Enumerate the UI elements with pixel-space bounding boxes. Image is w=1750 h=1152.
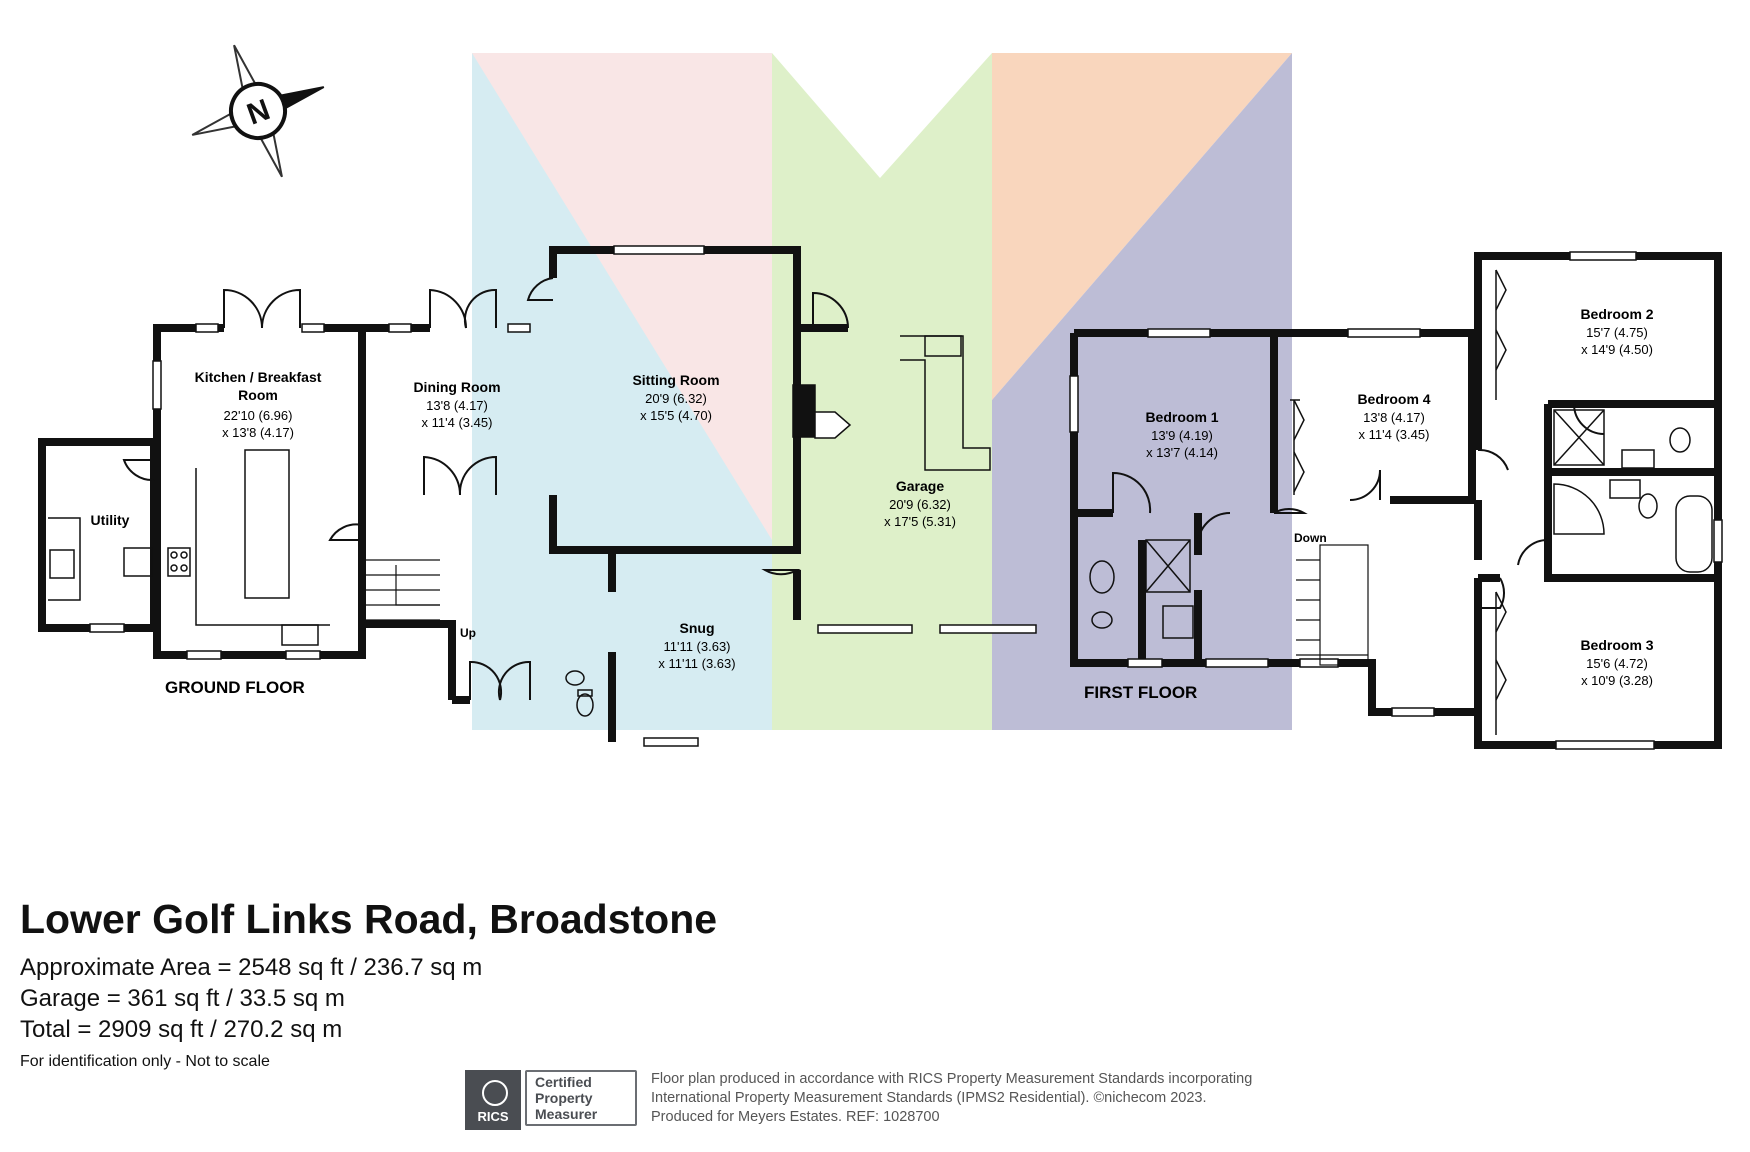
stairs-down-label: Down bbox=[1294, 531, 1327, 545]
room-dim: x 11'4 (3.45) bbox=[422, 415, 493, 430]
cert-line: Measurer bbox=[535, 1106, 598, 1122]
room-name: Garage bbox=[896, 478, 944, 494]
first-floor-doors bbox=[1112, 403, 1605, 609]
room-dim: x 13'7 (4.14) bbox=[1146, 445, 1218, 460]
room-dim: 15'7 (4.75) bbox=[1586, 325, 1648, 340]
room-dim: 13'8 (4.17) bbox=[426, 398, 488, 413]
room-dim: 20'9 (6.32) bbox=[889, 497, 951, 512]
first-floor-windows bbox=[1069, 251, 1723, 750]
room-dim: 11'11 (3.63) bbox=[663, 639, 730, 654]
rics-seal-icon bbox=[482, 1080, 508, 1106]
ground-floor-fixtures bbox=[48, 335, 991, 717]
room-name-line2: Room bbox=[238, 387, 278, 403]
room-bedroom-4: Bedroom 4 13'8 (4.17) x 11'4 (3.45) bbox=[1357, 391, 1430, 442]
ground-floor-doors bbox=[122, 277, 849, 701]
footer-line: International Property Measurement Stand… bbox=[651, 1090, 1207, 1106]
watermark-logo bbox=[472, 53, 1292, 730]
stairs-up-label: Up bbox=[460, 626, 476, 640]
room-dining: Dining Room 13'8 (4.17) x 11'4 (3.45) bbox=[413, 379, 500, 430]
disclaimer-note: For identification only - Not to scale bbox=[20, 1053, 270, 1070]
room-dim: 15'6 (4.72) bbox=[1586, 656, 1648, 671]
room-name: Sitting Room bbox=[632, 372, 719, 388]
room-name: Kitchen / Breakfast bbox=[195, 369, 322, 385]
first-floor-label: FIRST FLOOR bbox=[1084, 683, 1197, 702]
room-name: Snug bbox=[680, 620, 715, 636]
room-name: Bedroom 1 bbox=[1145, 409, 1218, 425]
footer-line: Produced for Meyers Estates. REF: 102870… bbox=[651, 1109, 940, 1125]
room-name: Bedroom 4 bbox=[1357, 391, 1430, 407]
approximate-area: Approximate Area = 2548 sq ft / 236.7 sq… bbox=[20, 954, 483, 981]
footer-credits: Floor plan produced in accordance with R… bbox=[651, 1070, 1252, 1127]
total-area: Total = 2909 sq ft / 270.2 sq m bbox=[20, 1016, 343, 1043]
compass-rose-icon bbox=[191, 44, 325, 178]
footer-line: Floor plan produced in accordance with R… bbox=[651, 1071, 1253, 1087]
room-sitting: Sitting Room 20'9 (6.32) x 15'5 (4.70) bbox=[632, 372, 719, 423]
rics-logo: RICS bbox=[465, 1070, 521, 1130]
cert-line: Certified bbox=[535, 1074, 592, 1090]
room-bedroom-1: Bedroom 1 13'9 (4.19) x 13'7 (4.14) bbox=[1145, 409, 1218, 460]
room-dim: x 11'11 (3.63) bbox=[658, 656, 735, 671]
room-dim: x 11'4 (3.45) bbox=[1359, 427, 1430, 442]
room-dim: 13'9 (4.19) bbox=[1151, 428, 1213, 443]
room-garage: Garage 20'9 (6.32) x 17'5 (5.31) bbox=[884, 478, 956, 529]
room-bedroom-2: Bedroom 2 15'7 (4.75) x 14'9 (4.50) bbox=[1580, 306, 1653, 357]
room-bedroom-3: Bedroom 3 15'6 (4.72) x 10'9 (3.28) bbox=[1580, 637, 1653, 688]
room-name: Bedroom 2 bbox=[1580, 306, 1653, 322]
garage-area: Garage = 361 sq ft / 33.5 sq m bbox=[20, 985, 345, 1012]
room-name: Bedroom 3 bbox=[1580, 637, 1653, 653]
first-floor-fixtures bbox=[1089, 269, 1713, 735]
cert-line: Property bbox=[535, 1090, 593, 1106]
room-name: Dining Room bbox=[413, 379, 500, 395]
room-name: Utility bbox=[91, 512, 130, 528]
room-snug: Snug 11'11 (3.63) x 11'11 (3.63) bbox=[658, 620, 735, 671]
rics-badge: RICS Certified Property Measurer bbox=[465, 1070, 641, 1130]
room-dim: x 14'9 (4.50) bbox=[1581, 342, 1653, 357]
ground-floor-windows bbox=[89, 245, 1037, 747]
room-dim: x 10'9 (3.28) bbox=[1581, 673, 1653, 688]
room-dim: x 15'5 (4.70) bbox=[640, 408, 712, 423]
rics-logo-text: RICS bbox=[477, 1109, 509, 1124]
certified-measurer-label: Certified Property Measurer bbox=[525, 1070, 637, 1126]
room-dim: 13'8 (4.17) bbox=[1363, 410, 1425, 425]
room-utility: Utility bbox=[91, 512, 130, 528]
room-kitchen: Kitchen / Breakfast Room 22'10 (6.96) x … bbox=[195, 369, 322, 440]
room-dim: 20'9 (6.32) bbox=[645, 391, 707, 406]
page-title: Lower Golf Links Road, Broadstone bbox=[20, 896, 718, 942]
room-dim: x 17'5 (5.31) bbox=[884, 514, 956, 529]
ground-floor-label: GROUND FLOOR bbox=[165, 678, 305, 697]
room-dim: x 13'8 (4.17) bbox=[222, 425, 294, 440]
room-dim: 22'10 (6.96) bbox=[224, 408, 293, 423]
